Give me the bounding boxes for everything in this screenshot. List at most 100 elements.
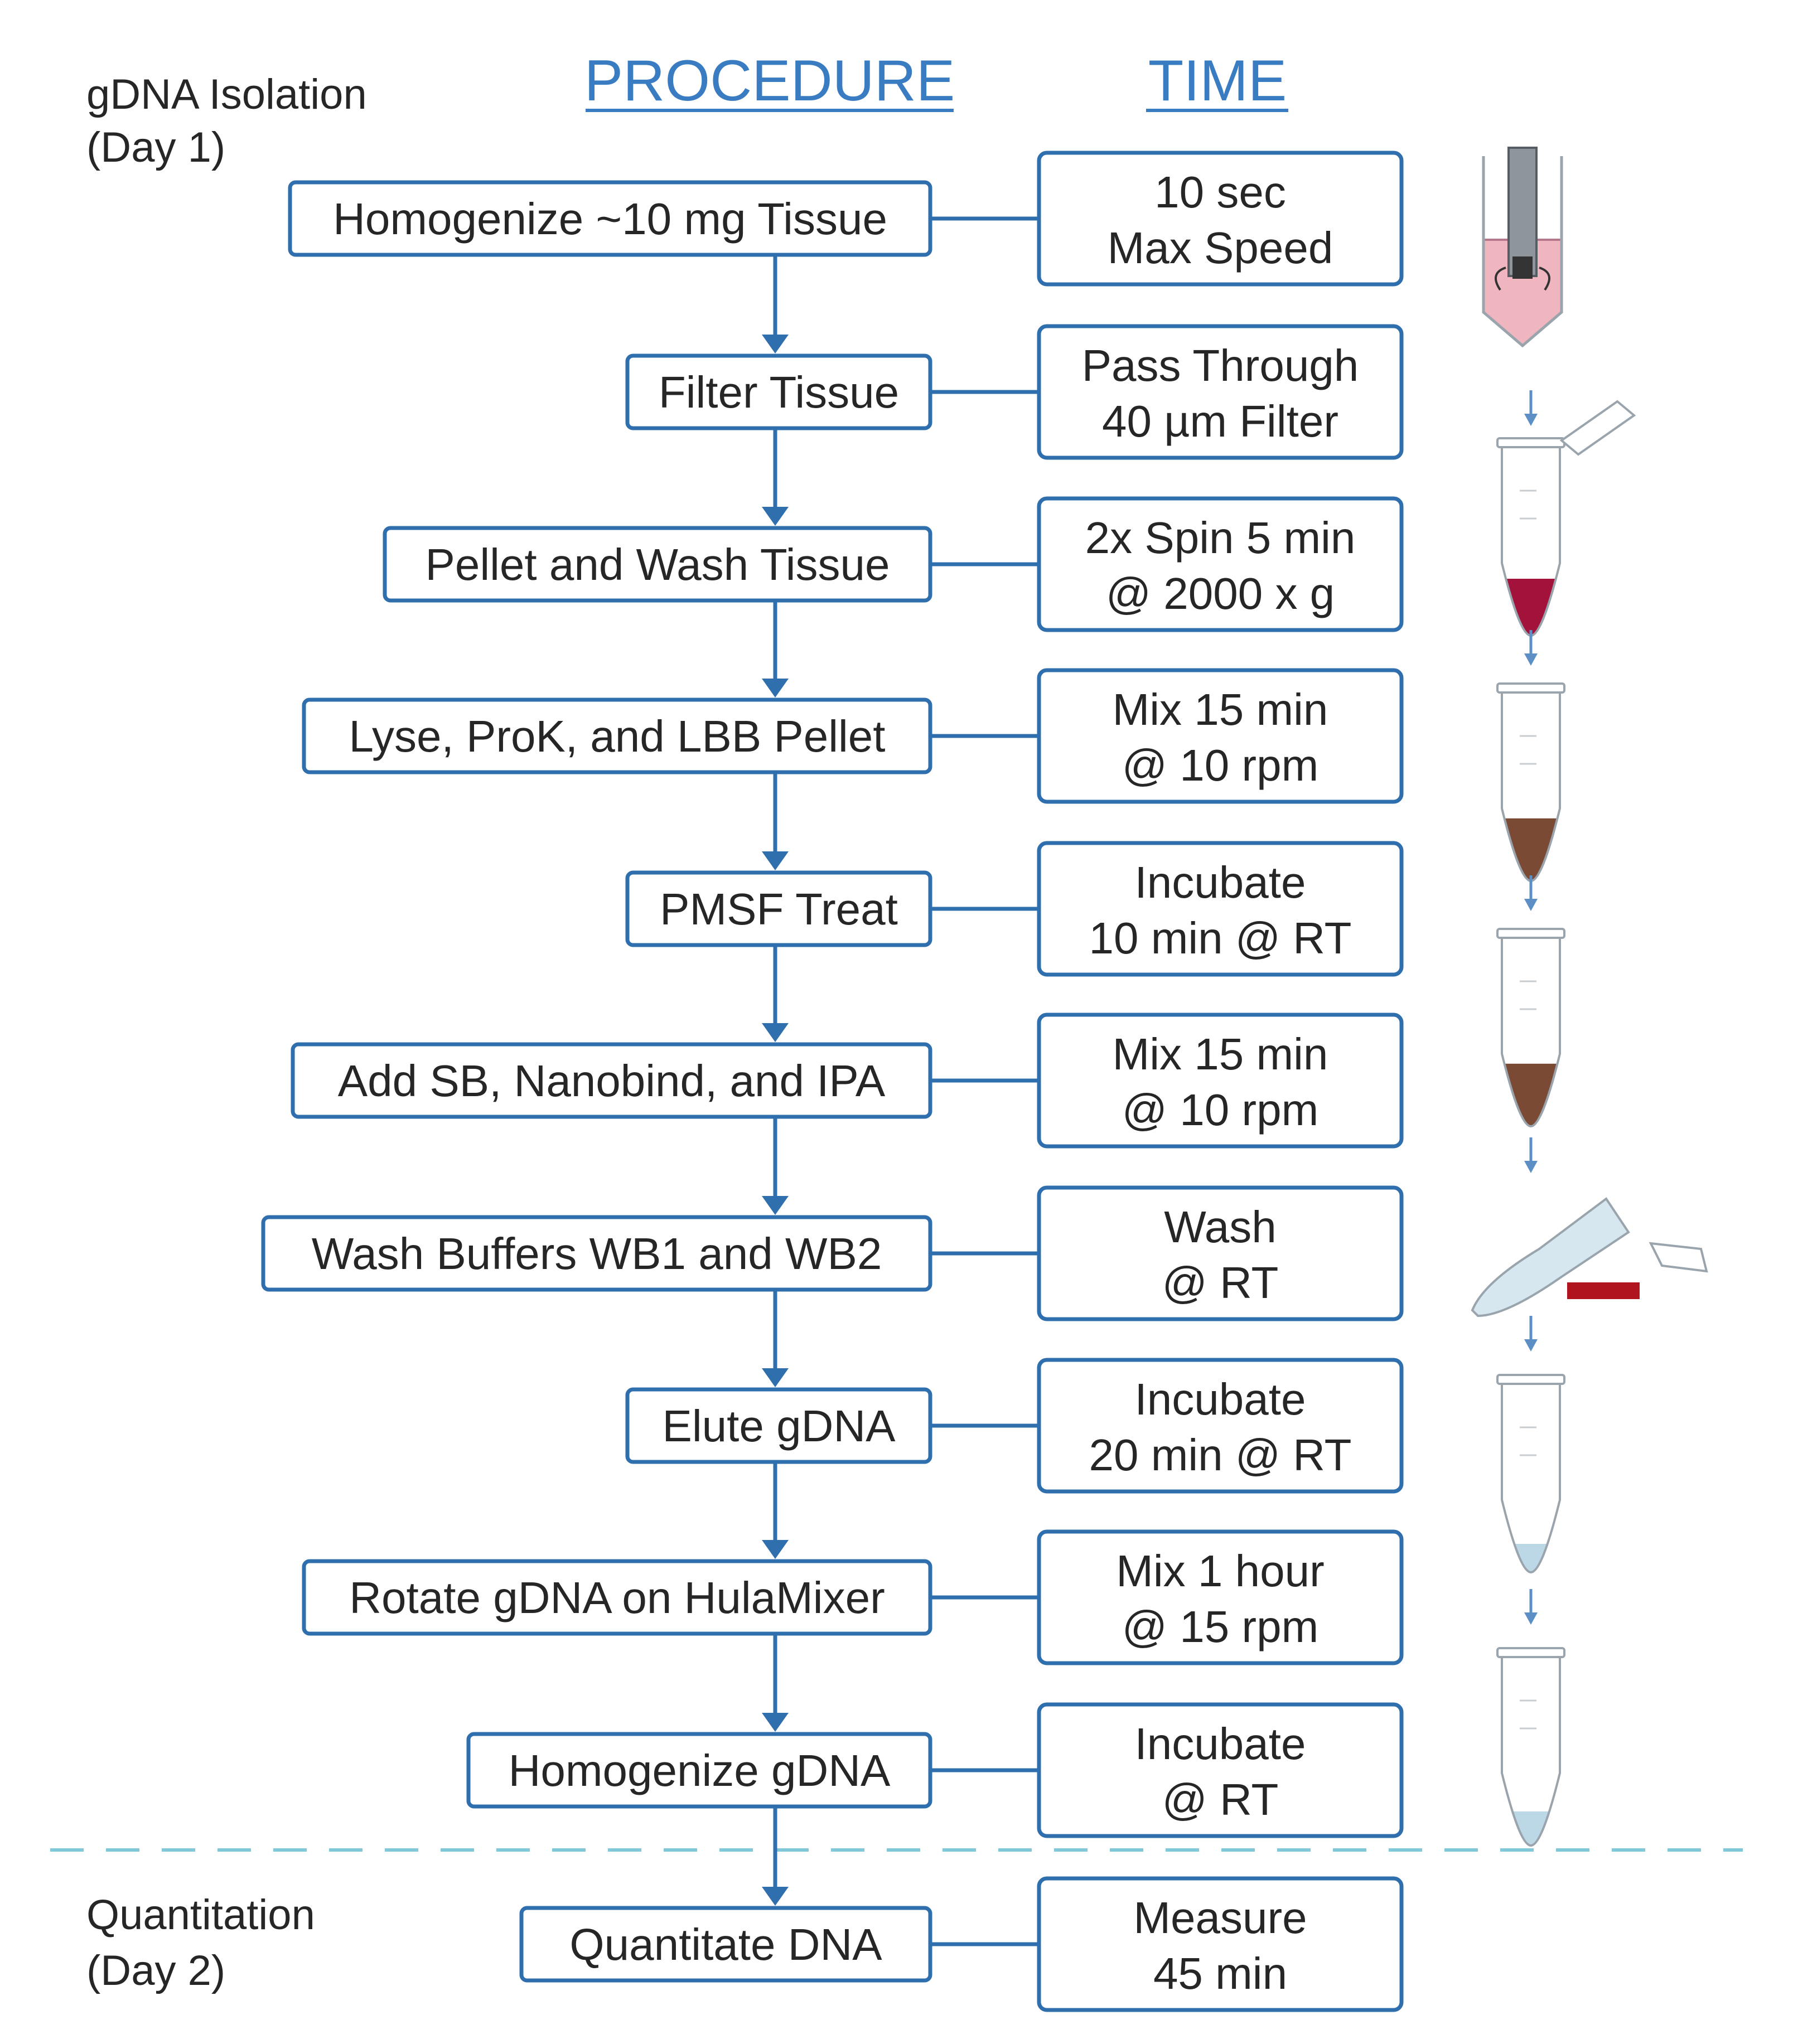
flow-arrow-head: [762, 1368, 789, 1387]
homogenizer-swirl: [1495, 267, 1550, 291]
procedure-step: Pellet and Wash Tissue: [383, 526, 932, 603]
time-step: Incubate 20 min @ RT: [1037, 1358, 1404, 1494]
procedure-step-box: [625, 353, 932, 430]
procedure-step-label: Add SB, Nanobind, and IPA: [338, 1056, 886, 1106]
procedure-step-box: [625, 1387, 932, 1464]
procedure-step: Homogenize ~10 mg Tissue: [288, 180, 932, 257]
procedure-step-box: [302, 698, 932, 774]
procedure-step: Wash Buffers WB1 and WB2: [261, 1215, 932, 1292]
flow-arrow-head: [762, 1540, 789, 1559]
time-line-2: 40 µm Filter: [1102, 396, 1338, 446]
flow-arrow-head: [762, 507, 789, 526]
procedure-step: Homogenize gDNA: [466, 1732, 932, 1809]
time-line-1: Mix 1 hour: [1116, 1546, 1324, 1596]
time-line-2: 10 min @ RT: [1089, 913, 1352, 963]
homogenizer-blade: [1512, 256, 1533, 279]
time-line-1: Mix 15 min: [1113, 1029, 1328, 1079]
time-line-2: @ 10 rpm: [1122, 1085, 1318, 1135]
procedure-step-box: [291, 1042, 932, 1119]
tube-outline: [1501, 1382, 1561, 1574]
time-step: Incubate 10 min @ RT: [1037, 841, 1404, 977]
time-box: [1037, 496, 1404, 632]
flow-arrow-head: [762, 851, 789, 870]
time-line-1: 10 sec: [1154, 167, 1286, 217]
tube-outline: [1501, 936, 1561, 1128]
homogenizer-probe: [1507, 147, 1538, 277]
section-label-day1-sub: (Day 1): [86, 124, 225, 171]
time-box: [1037, 1702, 1404, 1838]
header-procedure: PROCEDURE: [584, 49, 955, 113]
procedure-step-label: Elute gDNA: [663, 1401, 896, 1451]
procedure-step: Elute gDNA: [625, 1387, 932, 1464]
time-step: Mix 15 min@ 10 rpm: [1037, 668, 1404, 804]
time-line-2: @ RT: [1162, 1775, 1279, 1824]
procedure-step: Rotate gDNA on HulaMixer: [302, 1559, 932, 1636]
tube-lid: [1559, 400, 1636, 456]
time-box: [1037, 668, 1404, 804]
time-line-1: Incubate: [1135, 1719, 1306, 1769]
procedure-step-label: Filter Tissue: [659, 367, 899, 417]
flow-arrow-head: [762, 1023, 789, 1042]
time-step: Mix 1 hour @ 15 rpm: [1037, 1529, 1404, 1665]
procedure-step-label: Pellet and Wash Tissue: [425, 540, 890, 589]
time-line-2: @ 2000 x g: [1106, 569, 1335, 618]
time-box: [1037, 841, 1404, 977]
procedure-step-label: Wash Buffers WB1 and WB2: [312, 1229, 882, 1278]
time-line-2: 20 min @ RT: [1089, 1430, 1352, 1480]
tube-icons: [1471, 147, 1708, 1847]
section-label-day1: gDNA Isolation: [86, 71, 367, 118]
flow-arrows: [762, 255, 789, 1906]
down-arrow-icon-head: [1524, 1339, 1538, 1352]
time-line-1: Wash: [1164, 1202, 1277, 1252]
time-step: Wash @ RT: [1037, 1185, 1404, 1321]
procedure-step-box: [466, 1732, 932, 1809]
down-arrow-icon-head: [1524, 1612, 1538, 1625]
time-box: [1037, 1185, 1404, 1321]
homogenizer-icon: [1482, 147, 1563, 348]
procedure-step-label: Lyse, ProK, and LBB Pellet: [349, 711, 885, 761]
procedure-step: Filter Tissue: [625, 353, 932, 430]
tube-light-blue-icon: [1496, 1374, 1565, 1574]
flow-arrow-head: [762, 1887, 789, 1906]
down-arrow-icon-head: [1524, 653, 1538, 666]
time-box: [1037, 1013, 1404, 1149]
time-line-2: Max Speed: [1108, 223, 1333, 273]
down-arrow-icon-head: [1524, 899, 1538, 911]
time-box: [1037, 1358, 1404, 1494]
time-line-1: Measure: [1133, 1893, 1307, 1943]
time-line-1: Pass Through: [1082, 341, 1359, 390]
tube-contents: [1502, 818, 1560, 881]
tube-rim: [1496, 928, 1565, 939]
procedure-step: PMSF Treat: [625, 870, 932, 947]
tube-rim: [1496, 682, 1565, 694]
procedure-step-box: [288, 180, 932, 257]
procedure-step-label: Homogenize gDNA: [509, 1746, 891, 1795]
homogenizer-tube: [1482, 156, 1563, 348]
time-line-1: Incubate: [1135, 858, 1306, 907]
procedure-step-box: [383, 526, 932, 603]
procedure-step: Add SB, Nanobind, and IPA: [291, 1042, 932, 1119]
procedure-step-box: [519, 1906, 932, 1983]
tube-lid: [1649, 1242, 1708, 1273]
time-step: Incubate @ RT: [1037, 1702, 1404, 1838]
time-box: [1037, 324, 1404, 460]
time-box: [1037, 151, 1404, 287]
time-line-2: @ RT: [1162, 1258, 1279, 1307]
flow-arrow-head: [762, 335, 789, 353]
tube-rim: [1496, 1647, 1565, 1658]
time-line-1: Incubate: [1135, 1374, 1306, 1424]
time-line-2: @ 15 rpm: [1122, 1602, 1318, 1651]
magnet-bar: [1567, 1282, 1640, 1299]
tube-light-blue-icon: [1496, 1647, 1565, 1847]
section-label-day2: Quantitation: [86, 1891, 315, 1939]
procedure-step: Quantitate DNA: [519, 1906, 932, 1983]
tube-red-pellet-icon: [1496, 400, 1636, 637]
tube-contents: [1502, 1811, 1560, 1846]
time-line-2: @ 10 rpm: [1122, 740, 1318, 790]
procedure-step-box: [261, 1215, 932, 1292]
tube-tilted-magnet-icon: [1471, 1197, 1708, 1318]
tube-tilted-body: [1471, 1197, 1630, 1318]
